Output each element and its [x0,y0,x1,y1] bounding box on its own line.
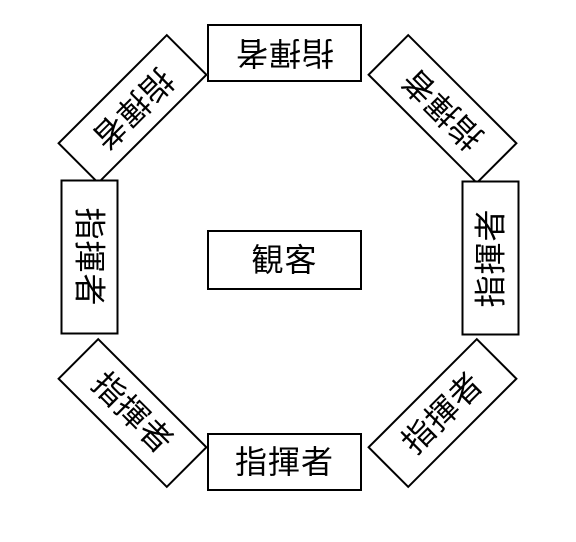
audience-box: 観客 [207,230,362,290]
conductor-box-top-right: 指揮者 [367,33,518,185]
audience-label: 観客 [251,241,318,279]
conductor-box-bottom: 指揮者 [207,433,362,491]
conductor-box-top: 指揮者 [207,24,362,82]
conductor-box-bottom-left: 指揮者 [57,337,208,489]
conductor-box-left: 指揮者 [60,179,119,335]
conductor-box-right: 指揮者 [461,180,520,336]
conductor-label: 指揮者 [234,443,334,481]
conductor-label: 指揮者 [84,60,181,158]
conductor-box-bottom-right: 指揮者 [367,337,518,489]
conductor-label: 指揮者 [394,364,491,462]
conductor-label: 指揮者 [394,60,491,158]
conductor-label: 指揮者 [70,207,109,307]
conductor-label: 指揮者 [235,34,335,72]
conductor-box-top-left: 指揮者 [57,33,208,185]
conductor-label: 指揮者 [84,364,181,462]
conductor-label: 指揮者 [471,208,510,308]
